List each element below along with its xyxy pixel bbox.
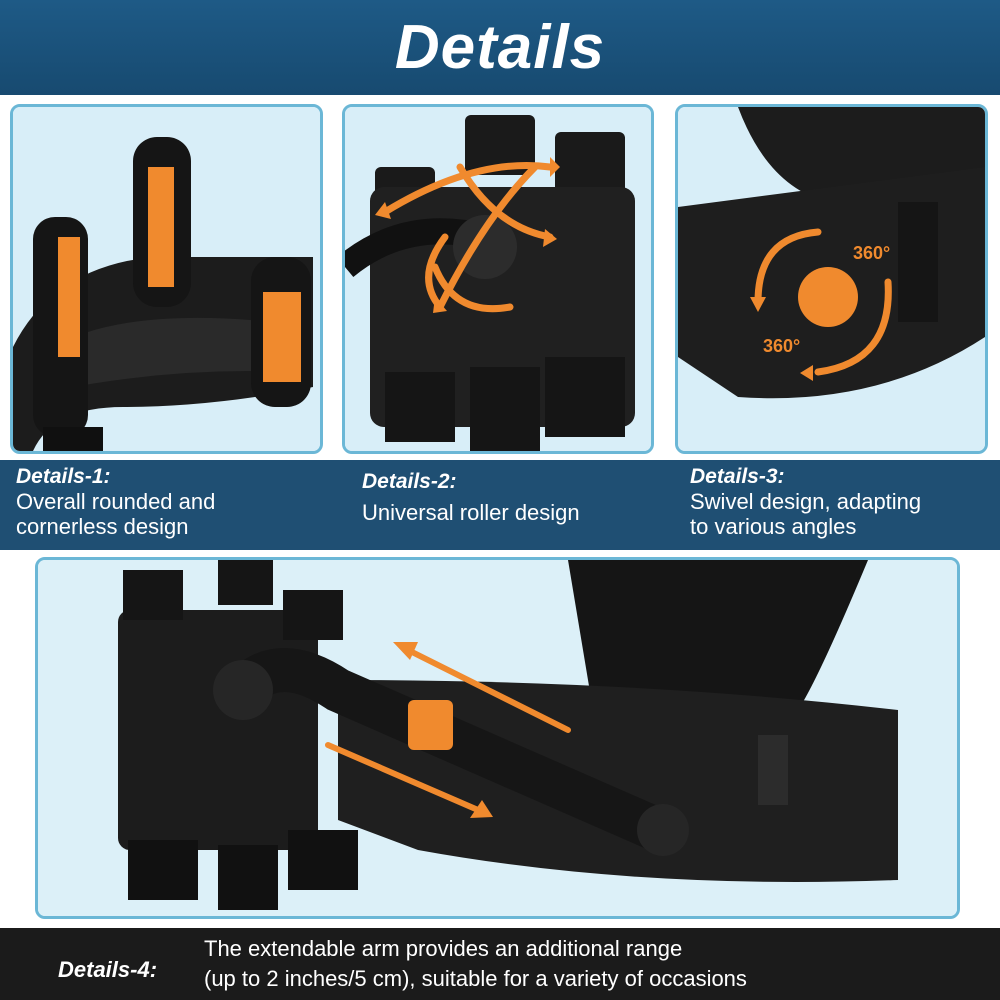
- rotation-badge-top: 360°: [853, 243, 890, 263]
- detail-4-line-2: (up to 2 inches/5 cm), suitable for a va…: [204, 966, 747, 991]
- extendable-arm-illustration: [38, 560, 957, 916]
- rounded-cradle-illustration: [13, 107, 320, 451]
- detail-1-line-2: cornerless design: [16, 514, 189, 539]
- rotation-badge-bottom: 360°: [763, 336, 800, 356]
- detail-4-line-1: The extendable arm provides an additiona…: [204, 936, 683, 961]
- detail-3-line-2: to various angles: [690, 514, 857, 539]
- detail-1-caption: Details-1: Overall rounded and cornerles…: [16, 465, 316, 539]
- swivel-illustration: 360° 360°: [678, 107, 985, 451]
- detail-4-footer: Details-4: The extendable arm provides a…: [0, 928, 1000, 1000]
- detail-1-line-1: Overall rounded and: [16, 489, 216, 514]
- detail-2-line-1: Universal roller design: [362, 500, 580, 525]
- detail-3-image: 360° 360°: [675, 104, 988, 454]
- detail-4-title: Details-4:: [58, 957, 158, 982]
- detail-1-title: Details-1:: [16, 465, 111, 488]
- detail-1-image: [10, 104, 323, 454]
- detail-3-caption: Details-3: Swivel design, adapting to va…: [690, 465, 990, 539]
- header-banner: Details: [0, 0, 1000, 95]
- detail-4-description: The extendable arm provides an additiona…: [204, 934, 747, 994]
- universal-roller-illustration: [345, 107, 651, 451]
- detail-2-caption: Details-2: Universal roller design: [362, 470, 662, 525]
- detail-2-title: Details-2:: [362, 470, 457, 493]
- detail-2-image: [342, 104, 654, 454]
- detail-3-title: Details-3:: [690, 465, 785, 488]
- page-title: Details: [394, 13, 606, 82]
- detail-3-line-1: Swivel design, adapting: [690, 489, 922, 514]
- detail-4-image: [35, 557, 960, 919]
